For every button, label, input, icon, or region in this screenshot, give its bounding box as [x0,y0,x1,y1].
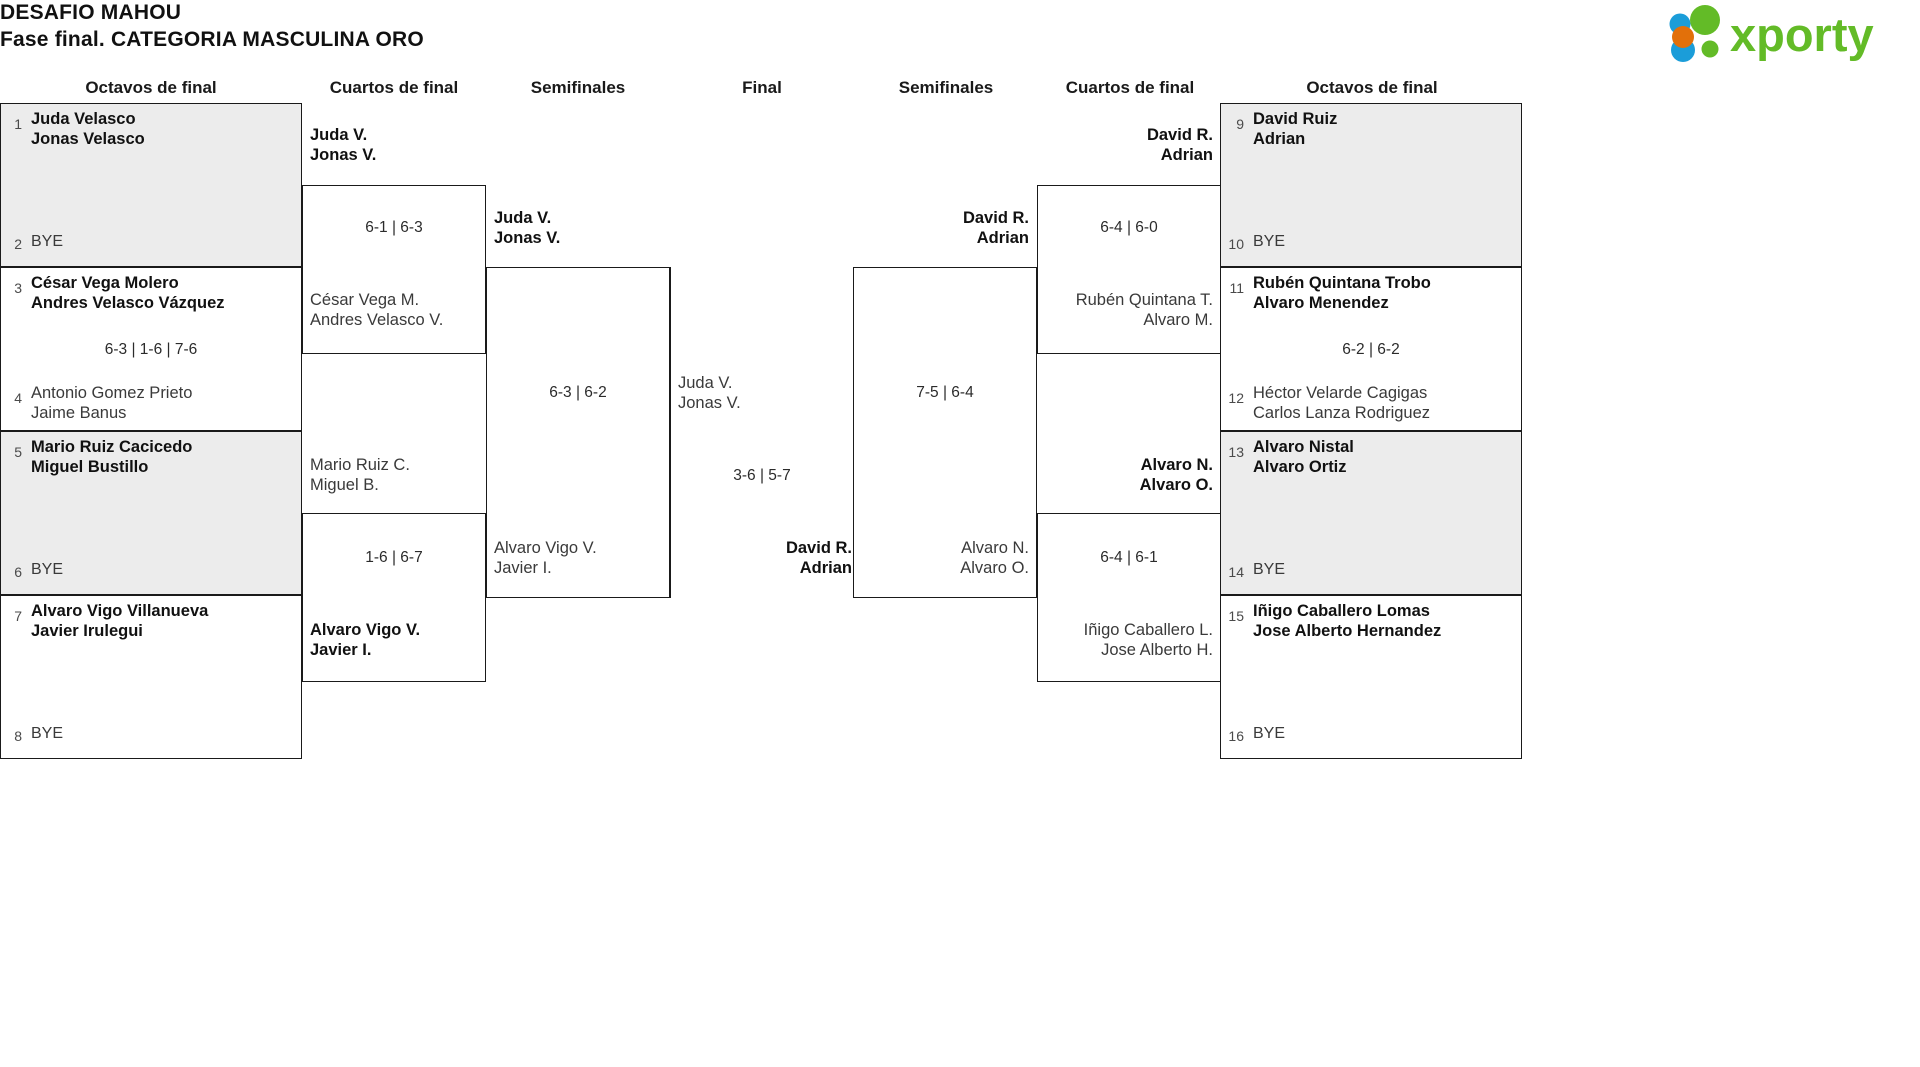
r16-box-right-2[interactable] [1220,267,1522,431]
round-header-right-r16: Octavos de final [1306,78,1438,97]
match-score-sf-right: 7-5 | 6-4 [916,384,974,401]
sf-player-right-2: Alvaro N.Alvaro O. [960,539,1029,577]
qf-player-left-3: Mario Ruiz C.Miguel B. [310,456,410,494]
sf-box-right[interactable] [853,267,1037,598]
r16-box-right-3[interactable] [1220,431,1522,595]
qf-box-left-1[interactable] [302,185,486,354]
seed-number: 10 [1228,236,1244,252]
svg-text:xporty: xporty [1730,8,1874,61]
xporty-logo-svg: xporty [1669,5,1874,62]
final-divider-left [670,267,672,598]
qf-player-left-1: Juda V.Jonas V. [310,126,377,164]
r16-box-left-4[interactable] [0,595,302,759]
match-score-qf-right-1: 6-4 | 6-0 [1100,219,1158,236]
seed-number: 1 [14,116,22,132]
qf-player-right-2: Rubén Quintana T.Alvaro M. [1075,291,1213,329]
seed-number: 7 [14,608,22,624]
seed-number: 11 [1229,280,1244,296]
seed-slot-14[interactable]: 14 BYE [1228,558,1285,580]
seed-number: 13 [1228,444,1244,460]
qf-player-right-1: David R.Adrian [1146,126,1213,164]
xporty-logo: xporty [1658,4,1908,62]
finalist-right: David R.Adrian [785,539,852,577]
player-names: BYE [1253,725,1286,742]
seed-number: 6 [14,564,22,580]
seed-number: 8 [14,728,22,744]
qf-player-right-4: Iñigo Caballero L.Jose Alberto H. [1083,621,1213,659]
match-score-qf-left-1: 6-1 | 6-3 [365,219,423,236]
seed-slot-2[interactable]: 2 BYE [6,230,63,252]
tournament-phase: Fase final. CATEGORIA MASCULINA ORO [0,28,424,51]
seed-slot-10[interactable]: 10 BYE [1228,230,1285,252]
round-header-left-qf: Cuartos de final [329,78,459,97]
round-header-left-sf: Semifinales [530,78,626,97]
match-score-qf-right-2: 6-4 | 6-1 [1100,549,1158,566]
sf-box-left[interactable] [486,267,670,598]
seed-slot-16[interactable]: 16 BYE [1228,722,1285,744]
seed-number: 14 [1228,564,1244,580]
sf-player-right-1: David R.Adrian [962,209,1029,247]
seed-slot-6[interactable]: 6 BYE [6,558,63,580]
seed-number: 9 [1236,116,1244,132]
sf-player-left-1: Juda V.Jonas V. [494,209,561,247]
player-names: BYE [31,725,64,742]
seed-number: 4 [14,390,22,406]
r16-box-right-4[interactable] [1220,595,1522,759]
r16-box-left-2[interactable] [0,267,302,431]
player-names: BYE [1253,561,1286,578]
player-names: BYE [31,561,64,578]
player-names: BYE [1253,233,1286,250]
seed-slot-8[interactable]: 8 BYE [6,722,63,744]
r16-box-right-1[interactable] [1220,103,1522,267]
qf-player-left-2: César Vega M.Andres Velasco V. [310,291,444,329]
qf-box-left-2[interactable] [302,513,486,682]
seed-number: 15 [1228,608,1244,624]
match-score-r16-left-2: 6-3 | 1-6 | 7-6 [104,341,198,358]
page-title: DESAFIO MAHOU Fase final. CATEGORIA MASC… [0,0,424,54]
seed-number: 2 [14,236,22,252]
round-header-right-sf: Semifinales [898,78,994,97]
r16-box-left-3[interactable] [0,431,302,595]
match-score-r16-right-2: 6-2 | 6-2 [1342,341,1400,358]
player-names: BYE [31,233,64,250]
seed-number: 12 [1228,390,1244,406]
qf-player-right-3: Alvaro N.Alvaro O. [1139,456,1213,494]
tournament-name: DESAFIO MAHOU [0,1,182,24]
seed-number: 3 [14,280,22,296]
match-score-final: 3-6 | 5-7 [733,467,791,484]
sf-player-left-2: Alvaro Vigo V.Javier I. [494,539,597,577]
finalist-left: Juda V.Jonas V. [678,374,741,412]
match-score-qf-left-2: 1-6 | 6-7 [365,549,423,566]
r16-box-left-1[interactable] [0,103,302,267]
qf-player-left-4: Alvaro Vigo V.Javier I. [310,621,421,659]
round-header-left-r16: Octavos de final [85,78,217,97]
match-score-sf-left: 6-3 | 6-2 [549,384,607,401]
seed-number: 16 [1228,728,1244,744]
round-header-final: Final [742,78,782,97]
round-header-right-qf: Cuartos de final [1065,78,1195,97]
seed-number: 5 [14,444,22,460]
